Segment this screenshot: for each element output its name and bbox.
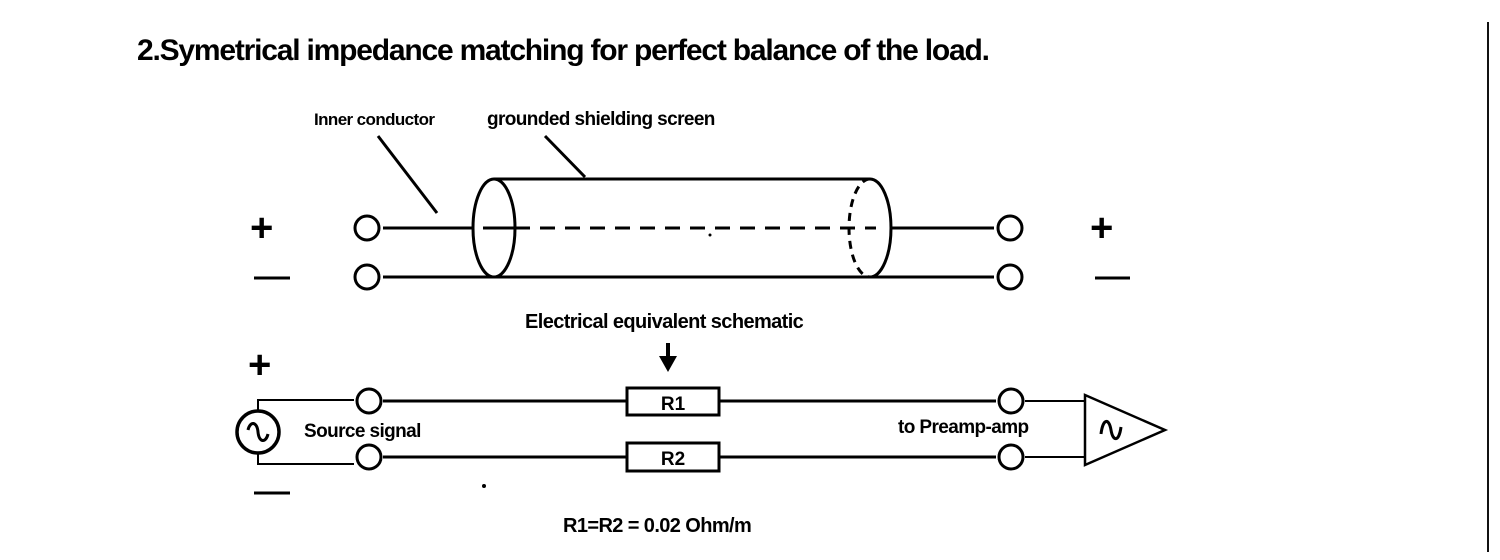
shielding-pointer: [543, 134, 587, 179]
shield-back-end-solid: [869, 177, 893, 279]
shield-back-end-hidden: [847, 177, 871, 279]
schematic-label: Electrical equivalent schematic: [525, 311, 804, 333]
r2-label: R2: [661, 449, 685, 470]
preamp-label: to Preamp-amp: [898, 417, 1029, 438]
resistor-r2: [625, 441, 721, 473]
schematic-terminal-right-minus: [997, 443, 1025, 471]
sine-wave-icon: [246, 422, 270, 442]
source-label: Source signal: [304, 421, 421, 442]
source-wire-plus: [257, 399, 354, 411]
speck: [482, 484, 486, 488]
source-wire-minus: [257, 453, 354, 465]
terminal-left-minus: [353, 263, 381, 291]
title-rest: for perfect balance of the load.: [583, 34, 990, 67]
terminal-right-minus: [996, 263, 1024, 291]
resistor-r1: [625, 386, 721, 417]
schematic-terminal-left-plus: [355, 387, 383, 415]
down-arrow-head: [659, 356, 677, 372]
speck: [708, 233, 712, 237]
schematic-terminal-right-plus: [997, 387, 1025, 415]
plus-sign-left: +: [250, 206, 273, 250]
shielding-label: grounded shielding screen: [487, 109, 715, 130]
amplifier-symbol: [1083, 393, 1169, 467]
amplifier-sine-icon: [1099, 420, 1123, 441]
page-title: 2.Symetrical impedance matching for perf…: [137, 34, 990, 68]
resistance-formula: R1=R2 = 0.02 Ohm/m: [563, 515, 751, 537]
plus-sign-right: +: [1090, 206, 1113, 250]
right-edge-line: [1487, 22, 1489, 552]
schematic-terminal-left-minus: [355, 443, 383, 471]
r1-label: R1: [661, 394, 686, 415]
plus-sign-source: +: [248, 343, 271, 387]
terminal-left-plus: [353, 214, 381, 242]
inner-conductor-pointer: [376, 135, 439, 214]
inner-conductor-label: Inner conductor: [314, 110, 435, 129]
title-bold: 2.Symetrical impedance matching: [137, 34, 585, 67]
terminal-right-plus: [996, 214, 1024, 242]
